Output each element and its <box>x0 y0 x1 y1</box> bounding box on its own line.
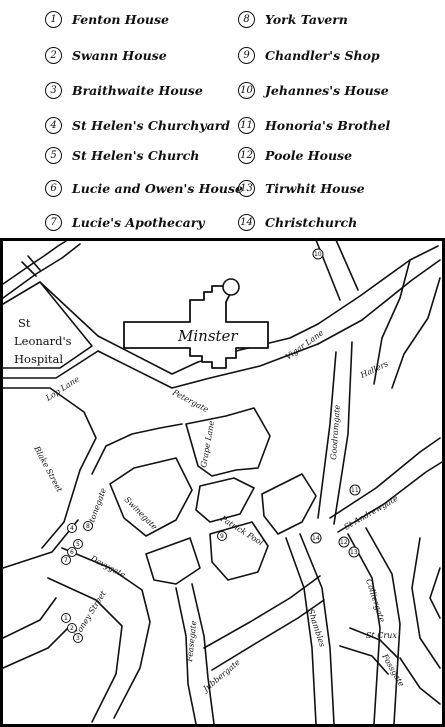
legend-label: St Helen's Church <box>72 147 200 163</box>
marker-9-number: 9 <box>220 533 224 540</box>
marker-2-number: 2 <box>70 625 74 632</box>
legend-number: 5 <box>45 146 62 164</box>
map-legend: 1 Fenton House 2 Swann House 3 Braithwaite … <box>0 0 445 238</box>
marker-7-number: 7 <box>64 557 68 564</box>
marker-10[interactable]: 10 <box>312 248 324 260</box>
legend-number: 3 <box>45 81 62 99</box>
marker-3-number: 3 <box>76 635 80 642</box>
marker-14[interactable]: 14 <box>310 532 322 544</box>
legend-number: 9 <box>238 46 255 64</box>
street-label-st-crux: St Crux <box>366 631 397 640</box>
marker-4[interactable]: 4 <box>67 523 77 533</box>
legend-number: 2 <box>45 46 62 64</box>
marker-6[interactable]: 6 <box>67 547 77 557</box>
legend-number: 14 <box>238 213 255 231</box>
marker-1-number: 1 <box>64 615 68 622</box>
legend-number: 10 <box>238 81 255 99</box>
legend-item: 2 Swann House <box>45 44 167 66</box>
map-drawing: Minster St Leonard's Hospital Lop Lane B… <box>0 238 445 727</box>
legend-item: 7 Lucie's Apothecary <box>45 211 205 233</box>
marker-13-number: 13 <box>350 549 358 556</box>
minster-outline <box>123 285 269 369</box>
legend-item: 4 St Helen's Churchyard <box>45 114 230 136</box>
marker-2[interactable]: 2 <box>67 623 77 633</box>
legend-number: 13 <box>238 179 255 197</box>
marker-12-number: 12 <box>340 539 348 546</box>
legend-number: 7 <box>45 213 62 231</box>
marker-11-number: 11 <box>351 487 359 494</box>
legend-label: Chandler's Shop <box>265 47 380 63</box>
legend-label: Lucie and Owen's House <box>72 180 243 196</box>
legend-item: 12 Poole House <box>238 144 352 166</box>
marker-11[interactable]: 11 <box>349 484 361 496</box>
legend-number: 4 <box>45 116 62 134</box>
marker-4-number: 4 <box>70 525 74 532</box>
marker-6-number: 6 <box>70 549 74 556</box>
legend-number: 11 <box>238 116 255 134</box>
hospital-label-line1: St <box>18 316 31 330</box>
legend-label: Lucie's Apothecary <box>72 214 205 230</box>
legend-label: Swann House <box>72 47 167 63</box>
legend-item: 8 York Tavern <box>238 8 348 30</box>
legend-item: 6 Lucie and Owen's House <box>45 177 243 199</box>
legend-number: 6 <box>45 179 62 197</box>
legend-label: Christchurch <box>265 214 358 230</box>
marker-7[interactable]: 7 <box>61 555 71 565</box>
legend-item: 14 Christchurch <box>238 211 357 233</box>
street-outlines <box>2 239 443 725</box>
marker-8[interactable]: 8 <box>83 521 93 531</box>
marker-12[interactable]: 12 <box>338 536 350 548</box>
legend-item: 11 Honoria's Brothel <box>238 114 390 136</box>
marker-10-number: 10 <box>314 251 322 258</box>
legend-label: Braithwaite House <box>72 82 203 98</box>
marker-8-number: 8 <box>86 523 90 530</box>
marker-13[interactable]: 13 <box>348 546 360 558</box>
legend-item: 1 Fenton House <box>45 8 169 30</box>
legend-number: 1 <box>45 10 62 28</box>
marker-9[interactable]: 9 <box>217 531 227 541</box>
legend-label: Poole House <box>265 147 353 163</box>
marker-5-number: 5 <box>76 541 80 548</box>
legend-item: 13 Tirwhit House <box>238 177 365 199</box>
hospital-label-line2: Leonard's <box>14 334 72 348</box>
legend-label: Honoria's Brothel <box>265 117 391 133</box>
legend-item: 5 St Helen's Church <box>45 144 199 166</box>
street-label-feasegate: Feasegate <box>185 620 198 663</box>
street-map: Minster St Leonard's Hospital Lop Lane B… <box>0 238 445 727</box>
legend-number: 8 <box>238 10 255 28</box>
location-markers: 1 2 3 4 5 6 7 8 9 10 11 12 13 14 <box>61 248 361 643</box>
legend-number: 12 <box>238 146 255 164</box>
legend-label: York Tavern <box>265 11 348 27</box>
marker-14-number: 14 <box>312 535 320 542</box>
marker-5[interactable]: 5 <box>73 539 83 549</box>
marker-3[interactable]: 3 <box>73 633 83 643</box>
legend-item: 9 Chandler's Shop <box>238 44 380 66</box>
minster-label: Minster <box>177 327 238 345</box>
street-label-goodramgate: Goodramgate <box>329 404 342 460</box>
hospital-label-line3: Hospital <box>14 352 63 366</box>
marker-1[interactable]: 1 <box>61 613 71 623</box>
legend-item: 10 Jehannes's House <box>238 79 389 101</box>
legend-label: Jehannes's House <box>265 82 389 98</box>
legend-label: Fenton House <box>72 11 170 27</box>
legend-item: 3 Braithwaite House <box>45 79 203 101</box>
legend-label: St Helen's Churchyard <box>72 117 231 133</box>
legend-label: Tirwhit House <box>265 180 365 196</box>
minster-tower <box>222 278 240 296</box>
